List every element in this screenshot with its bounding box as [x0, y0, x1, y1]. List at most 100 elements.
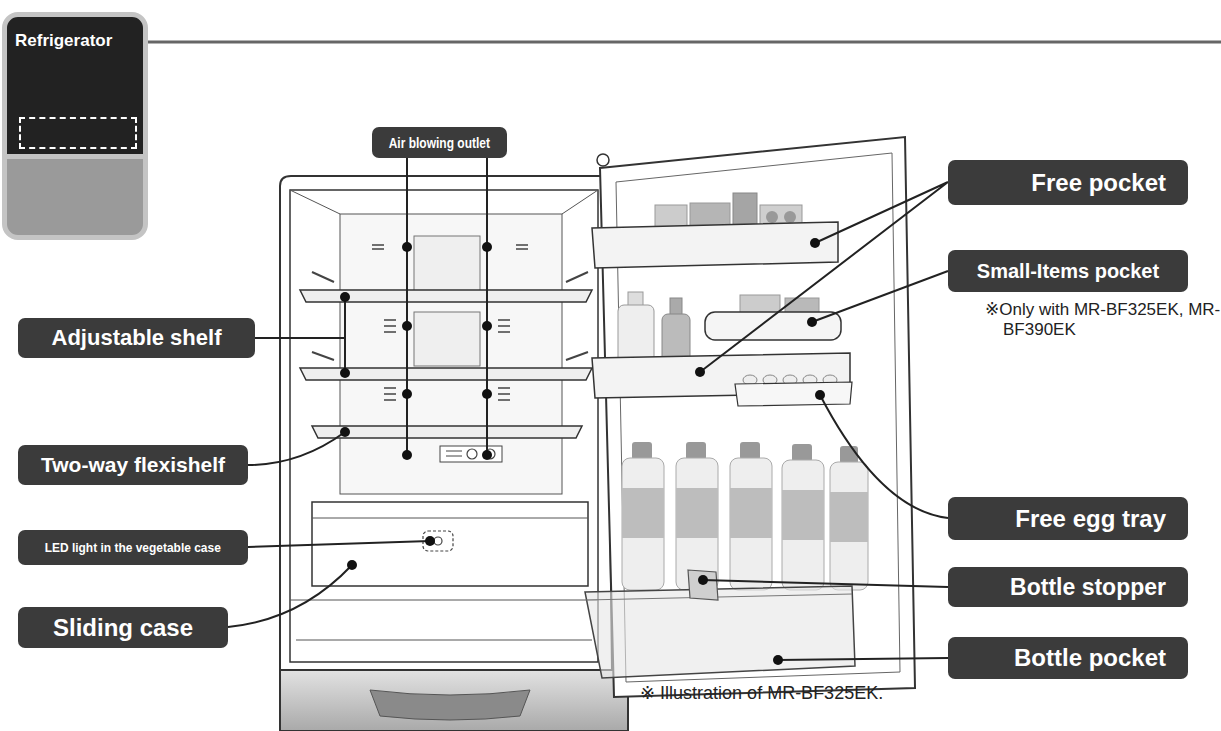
label-text: Small-Items pocket: [977, 260, 1159, 283]
control-panel: [440, 446, 502, 462]
cabinet-part: [290, 190, 340, 214]
leader-dots-part: [698, 575, 708, 585]
lower-bottles-part: [632, 442, 652, 460]
adjustable-shelves-part: [312, 426, 582, 438]
leader-lines-part: [228, 565, 352, 627]
lower-bottles-part: [730, 458, 772, 590]
header-rule-part: [148, 41, 1221, 44]
leader-dots-part: [402, 389, 412, 399]
leader-dots-part: [695, 367, 705, 377]
leader-dots-part: [340, 427, 350, 437]
leader-dots-part: [815, 390, 825, 400]
leader-lines-part: [703, 580, 948, 587]
callout-label: Bottle pocket: [948, 637, 1188, 679]
lower-bottles-part: [686, 442, 706, 460]
lower-bottles-part: [830, 462, 868, 590]
label-text: Bottle stopper: [1010, 574, 1166, 601]
cabinet: [280, 176, 612, 670]
label-text: LED light in the vegetable case: [45, 540, 221, 555]
door-top-items-part: [784, 211, 796, 223]
leader-dots-part: [425, 536, 435, 546]
callout-label: Small-Items pocket: [948, 250, 1188, 292]
egg-tray: [735, 375, 852, 406]
leader-dots-part: [773, 655, 783, 665]
callout-label: Adjustable shelf: [18, 318, 255, 358]
leader-dots-part: [482, 389, 492, 399]
cabinet-part: [562, 190, 598, 214]
door-top-items-part: [766, 211, 778, 223]
leader-lines-part: [812, 271, 948, 322]
small-items-pocket: [705, 295, 841, 340]
header-rule: [148, 42, 1221, 43]
air-outlet-marks: [372, 245, 528, 400]
lower-bottles-part: [830, 492, 868, 542]
leader-lines: [228, 138, 948, 660]
leader-dots-part: [340, 368, 350, 378]
cabinet-part: [296, 640, 592, 641]
leader-lines-part: [778, 658, 948, 660]
control-panel-part: [446, 451, 462, 456]
cabinet-part: [280, 176, 612, 670]
leader-dots-part: [810, 238, 820, 248]
lower-bottles-part: [792, 444, 812, 462]
adjustable-shelves-part: [300, 290, 592, 302]
leader-dots-part: [347, 560, 357, 570]
label-text: Free egg tray: [1015, 505, 1166, 533]
middle-bottles-part: [670, 298, 682, 316]
shelf-rails-part: [312, 272, 588, 360]
leader-dots-part: [402, 242, 412, 252]
leader-lines-part: [820, 395, 948, 518]
door-part: [597, 154, 609, 166]
leader-dots-part: [402, 450, 412, 460]
leader-dots-part: [402, 321, 412, 331]
label-text: Air blowing outlet: [389, 134, 490, 151]
lower-drawer-part: [280, 668, 628, 731]
egg-tray-part: [735, 382, 852, 406]
lower-bottles-part: [782, 490, 824, 540]
callout-label: Bottle stopper: [948, 567, 1188, 607]
leader-dots: [340, 238, 825, 665]
bottle-pocket-part: [585, 586, 855, 678]
cabinet-part: [290, 600, 598, 601]
leader-lines-part: [255, 297, 345, 373]
top-free-pocket-part: [592, 222, 838, 268]
callout-label: Free pocket: [948, 160, 1188, 205]
callout-label: Free egg tray: [948, 497, 1188, 540]
leader-dots-part: [482, 321, 492, 331]
section-icon: Refrigerator: [2, 12, 148, 240]
cabinet-part: [290, 190, 598, 662]
model-note: ※Only with MR-BF325EK, MR-BF390EK: [985, 300, 1221, 341]
label-text: Free pocket: [1031, 169, 1166, 197]
leader-dots-part: [807, 317, 817, 327]
lower-bottles-part: [782, 460, 824, 590]
leader-lines-part: [700, 182, 948, 372]
lower-drawer-part: [370, 690, 530, 720]
leader-lines-part: [248, 541, 430, 547]
leader-lines-part: [407, 138, 487, 455]
top-free-pocket: [592, 222, 838, 268]
leader-lines-part: [248, 432, 345, 465]
bottle-pocket-part: [586, 594, 852, 600]
label-text: Two-way flexishelf: [41, 453, 225, 477]
bottle-pocket: [585, 570, 855, 678]
lower-bottles-part: [622, 488, 664, 538]
control-panel-part: [440, 446, 502, 462]
shelf-rails: [312, 272, 588, 360]
adjustable-shelves: [300, 290, 592, 438]
leader-dots-part: [482, 450, 492, 460]
label-text: Bottle pocket: [1014, 644, 1166, 672]
vegetable-case-part: [423, 531, 453, 551]
callout-label: Sliding case: [18, 607, 228, 648]
label-text: Refrigerator: [15, 31, 112, 51]
lower-bottles-part: [676, 488, 718, 538]
lower-bottles-part: [730, 488, 772, 538]
callout-label: Air blowing outlet: [372, 127, 507, 158]
label-text: Adjustable shelf: [52, 325, 222, 351]
lower-bottles-part: [740, 442, 760, 460]
vegetable-case-part: [312, 518, 588, 519]
lower-drawer: [280, 668, 628, 731]
lower-bottles-part: [840, 446, 858, 464]
control-panel-part: [467, 449, 477, 459]
cabinet-part: [414, 312, 480, 366]
